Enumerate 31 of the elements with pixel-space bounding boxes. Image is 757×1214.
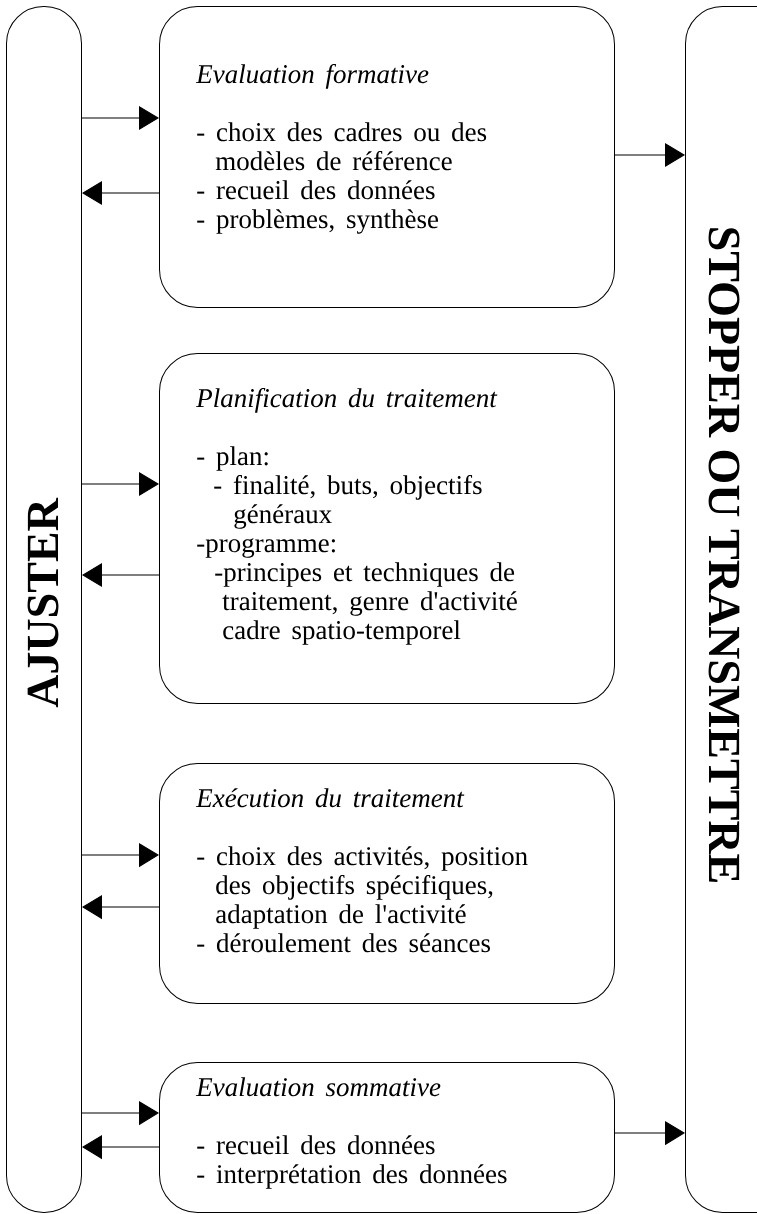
- bullet-item: - interprétation des données: [197, 1164, 507, 1189]
- bullet-item: - déroulement des séances: [197, 933, 490, 953]
- box-heading: Evaluation sommative: [195, 1077, 441, 1097]
- box-heading: Exécution du traitement: [195, 788, 465, 808]
- bullet-item: - plan:: [197, 446, 268, 471]
- process-box: [159, 353, 615, 704]
- box-heading: Planification du traitement: [196, 388, 498, 413]
- process-box: [159, 6, 615, 308]
- arrow: [81, 106, 159, 130]
- arrow: [81, 1101, 159, 1125]
- arrow: [82, 895, 160, 919]
- arrow: [614, 143, 685, 167]
- arrow: [81, 843, 159, 867]
- arrow: [81, 472, 159, 496]
- box-heading: Evaluation formative: [195, 64, 429, 89]
- arrow: [614, 1121, 685, 1145]
- bullet-item: - finalité, buts, objectifs généraux: [214, 475, 482, 529]
- arrow: [82, 1135, 160, 1159]
- side-bar: STOPPER OU TRANSMETTRE: [685, 6, 757, 1213]
- bullet-item: - recueil des données: [197, 1135, 435, 1155]
- process-box: [159, 763, 615, 1004]
- bullet-item: - choix des activités, position des objectifs spécifiques, adaptation de l'activité: [197, 846, 528, 929]
- side-bar: AJUSTER: [6, 6, 82, 1213]
- bullet-item: -principes et techniques de traitement, genre d'activité cadre spatio-temporel: [215, 562, 517, 645]
- bullet-item: - choix des cadres ou des modèles de référence: [197, 122, 487, 171]
- process-box: [159, 1062, 615, 1213]
- arrow: [82, 181, 160, 205]
- arrow: [82, 563, 160, 587]
- bullet-item: - recueil des données: [197, 180, 435, 200]
- bullet-item: -programme:: [197, 538, 335, 558]
- bullet-item: - problèmes, synthèse: [197, 209, 439, 234]
